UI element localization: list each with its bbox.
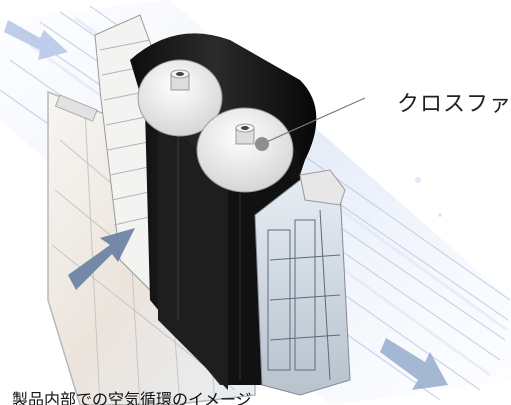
top-left-arrow-icon (4, 20, 68, 60)
cross-fan-label: クロスファン (397, 92, 511, 117)
figure-caption: 製品内部での空気循環のイメージ (12, 390, 252, 405)
outflow-arrow-icon (380, 338, 448, 390)
callout-leader (255, 97, 366, 151)
sparkles (415, 177, 442, 217)
fan-rollers (137, 59, 294, 193)
inflow-arrow-icon (68, 228, 135, 290)
right-mechanism (254, 169, 351, 396)
